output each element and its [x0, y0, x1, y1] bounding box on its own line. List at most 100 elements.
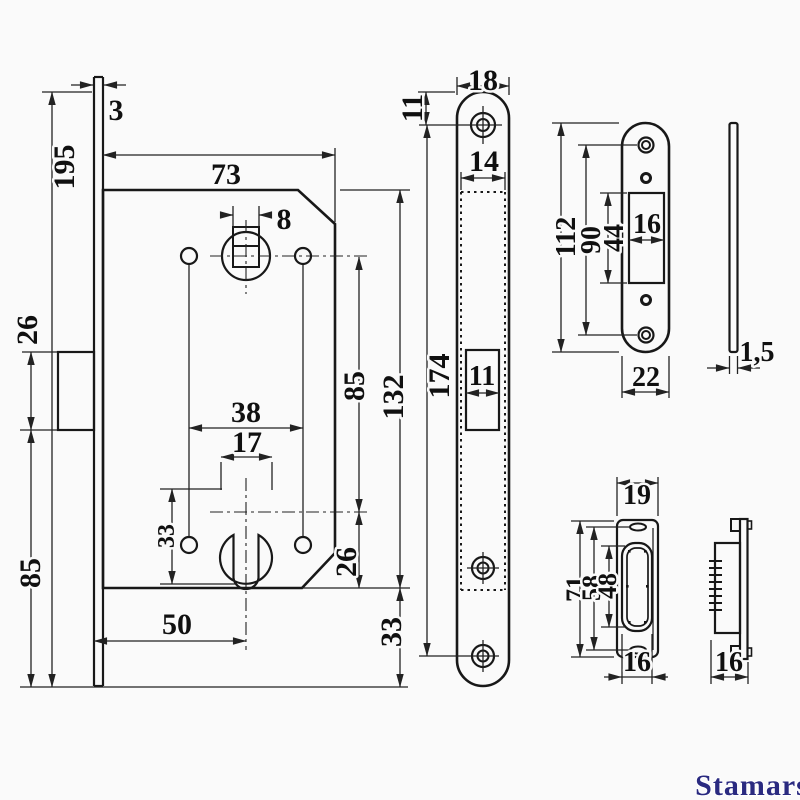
dim-keeper-flange-width: 19	[616, 477, 659, 516]
keeper-recess-outer	[620, 541, 654, 633]
keeper-top-lug	[730, 518, 741, 532]
hidden-body-outline	[460, 191, 506, 591]
dim-backset-label: 50	[162, 608, 192, 641]
euro-cylinder-hole	[210, 478, 368, 650]
dim-axis-distance-label: 85	[338, 371, 371, 401]
dim-faceplate-body-width: 14	[460, 143, 506, 190]
dim-faceplate-width-label: 18	[468, 64, 498, 97]
dim-screw-spacing: 38	[188, 394, 304, 432]
dim-screw-spacing-label: 38	[231, 396, 261, 429]
dim-cylinder-to-bottom-label: 26	[330, 547, 363, 577]
dim-spindle-square: 8	[219, 201, 294, 239]
lock-body-view: 3 195 26 85 73	[9, 75, 413, 688]
dim-keeper-slot-span: 58	[575, 526, 629, 651]
dim-keeper-recess-height-label: 48	[593, 573, 622, 599]
dim-cylinder-width: 17	[220, 424, 273, 490]
dim-latch-window-width: 11	[465, 359, 500, 397]
dim-strike-opening-height: 44	[597, 192, 633, 284]
keeper-side-view	[709, 517, 753, 661]
spindle-follower	[210, 220, 367, 294]
keeper-ribs	[709, 560, 722, 611]
strike-bottom-screw-hole	[637, 326, 655, 344]
dim-strike-opening-height-label: 44	[599, 224, 630, 252]
watermark-logo: Stamars	[695, 769, 800, 800]
dim-latch-to-bottom: 85	[12, 429, 50, 688]
dim-bottom-offset-label: 33	[375, 617, 408, 647]
dim-keeper-height: 71	[559, 520, 614, 658]
strike-lower-pin-hole	[640, 294, 652, 306]
dim-keeper-flange-width-label: 19	[623, 480, 651, 511]
dim-strike-thickness: 1,5	[707, 335, 777, 374]
dim-keeper-depth: 16	[710, 640, 749, 684]
lower-left-hole	[179, 535, 199, 555]
faceplate-middle-screw-hole	[467, 552, 499, 584]
faceplate-bottom-screw-hole	[419, 640, 499, 672]
dim-latch-height-label: 26	[11, 315, 44, 345]
dim-body-width: 73	[102, 148, 336, 222]
dim-cylinder-offset-label: 33	[154, 524, 180, 548]
dim-cylinder-width-label: 17	[232, 426, 262, 459]
dim-body-height: 132	[375, 189, 413, 589]
lower-right-hole	[293, 535, 313, 555]
dim-faceplate-hole-span-label: 174	[423, 354, 456, 399]
dim-strike-width-label: 22	[632, 362, 660, 393]
dim-spindle-square-label: 8	[277, 203, 292, 236]
strike-top-screw-hole	[637, 136, 655, 154]
dim-faceplate-hole-offset: 11	[394, 91, 455, 126]
dim-body-height-label: 132	[377, 375, 410, 420]
dim-strike-height: 112	[549, 122, 619, 353]
dim-faceplate-thickness: 3	[71, 81, 126, 130]
dim-latch-to-bottom-label: 85	[14, 558, 47, 588]
dim-faceplate-thickness-label: 3	[109, 94, 124, 127]
dim-bottom-offset: 33	[373, 587, 411, 688]
strike-upper-pin-hole	[640, 172, 652, 184]
faceplate-top-screw-hole	[419, 106, 502, 144]
dim-keeper-slot-span-label: 58	[577, 575, 606, 601]
dim-faceplate-height: 195	[42, 91, 92, 688]
dim-faceplate-hole-offset-label: 11	[396, 94, 429, 122]
dim-strike-opening-width: 16	[628, 207, 665, 244]
dim-strike-hole-span-label: 90	[576, 226, 607, 254]
dim-faceplate-height-label: 195	[48, 145, 81, 190]
upper-right-hole	[293, 246, 313, 266]
upper-left-hole	[179, 246, 199, 266]
dim-faceplate-hole-span: 174	[421, 124, 459, 657]
keeper-bottom-screw-slot	[629, 645, 647, 655]
keeper-top-screw-slot	[629, 522, 647, 532]
dim-keeper-recess-height: 48	[591, 545, 625, 628]
dim-faceplate-width: 18	[456, 62, 510, 100]
faceplate-edge-profile	[92, 75, 105, 688]
dim-keeper-height-label: 71	[561, 576, 590, 602]
dim-cylinder-to-bottom: 26	[328, 511, 366, 589]
dim-strike-height-label: 112	[551, 217, 582, 257]
dim-axis-distance: 85	[336, 256, 374, 513]
keeper-clip-marks	[626, 550, 649, 624]
keeper-front-view	[615, 518, 660, 659]
lock-body-outline	[101, 188, 337, 590]
faceplate-view: 18 11 14 11 174	[394, 62, 511, 688]
strike-plate-side-view	[728, 121, 739, 354]
dim-strike-opening-width-label: 16	[633, 209, 661, 240]
keeper-flange-outline	[615, 518, 660, 659]
latch-bolt	[56, 350, 96, 432]
keeper-recess-inner	[626, 547, 649, 627]
dim-keeper-recess-width: 16	[604, 634, 668, 684]
keeper-bottom-lug	[730, 645, 741, 659]
dim-keeper-recess-width-label: 16	[623, 647, 651, 678]
dim-body-width-label: 73	[211, 158, 241, 191]
strike-plate-view: 112 90 44 16 22	[549, 121, 777, 398]
dim-strike-hole-span: 90	[574, 144, 637, 336]
keeper-flange-side	[738, 517, 749, 661]
dim-strike-width: 22	[621, 356, 670, 398]
dim-cylinder-offset: 33	[152, 488, 236, 585]
dim-faceplate-body-width-label: 14	[469, 145, 499, 178]
keeper-view: 19 71 58 48 16	[559, 477, 753, 684]
dim-backset: 50	[93, 606, 247, 645]
strike-plate-outline	[620, 121, 671, 354]
faceplate-outline	[455, 90, 511, 688]
dim-latch-height: 26	[9, 313, 57, 431]
dim-strike-thickness-label: 1,5	[740, 337, 775, 368]
dim-latch-window-width-label: 11	[469, 361, 495, 392]
